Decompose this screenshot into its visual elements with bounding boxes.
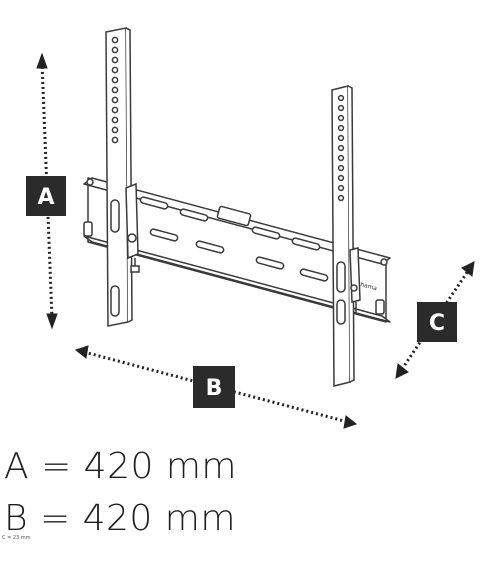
dimension-arrow-c <box>395 261 475 379</box>
badge-c: C <box>417 302 457 342</box>
left-arm <box>105 27 140 327</box>
dimension-arrow-a <box>36 52 58 330</box>
badge-b-label: B <box>206 376 223 401</box>
badge-c-label: C <box>429 311 445 336</box>
dimension-c-text: C = 23 mm <box>2 535 31 541</box>
badge-b: B <box>193 366 235 408</box>
right-arm <box>331 85 361 387</box>
brand-mark: hama <box>359 281 378 292</box>
badge-a-label: A <box>37 185 54 210</box>
dimension-a-text: A = 420 mm <box>4 446 237 487</box>
badge-a: A <box>26 176 66 216</box>
tv-mount-diagram: A B C <box>26 27 475 429</box>
dimension-b-text: B = 420 mm <box>4 498 236 539</box>
wall-plate <box>83 177 391 323</box>
